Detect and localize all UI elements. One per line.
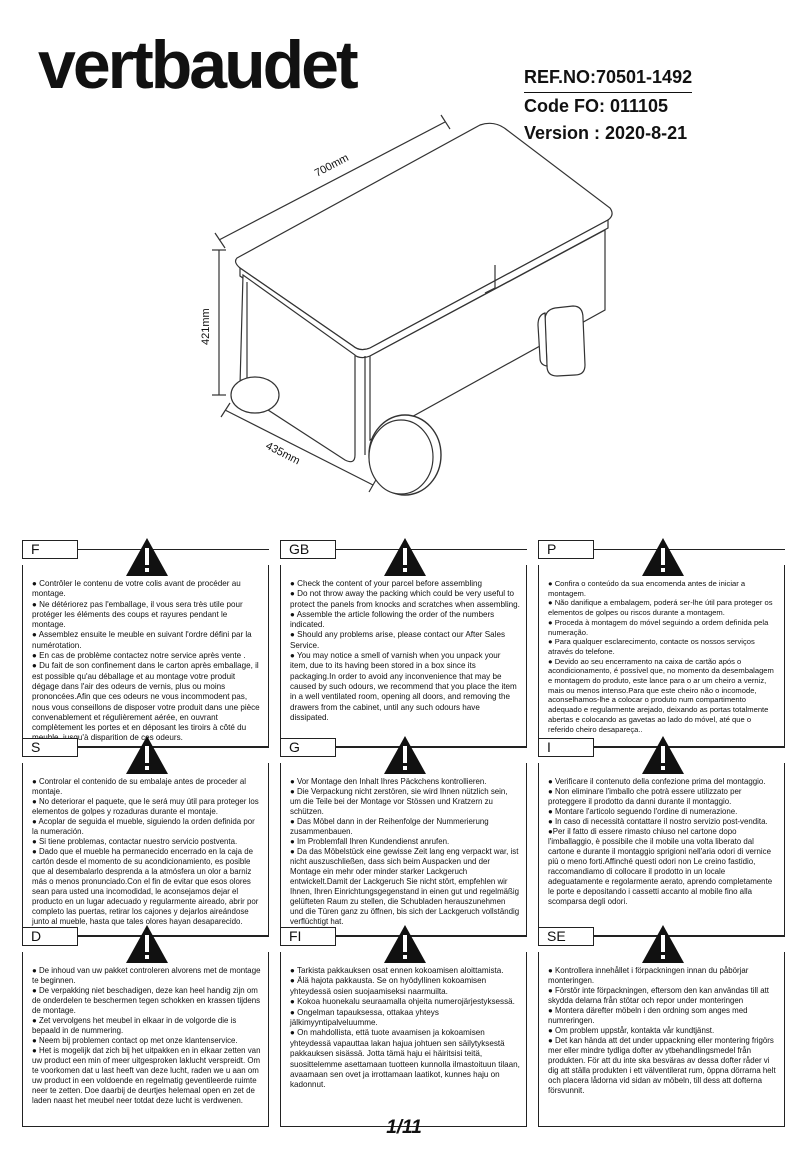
instruction-line: ● Ongelman tapauksessa, ottakaa yhteys j… xyxy=(290,1007,439,1028)
instruction-line: ● Älä hajota pakkausta. Se on hyödylline… xyxy=(290,976,487,996)
instruction-line: ● Para qualquer esclarecimento, contacte… xyxy=(548,637,755,656)
instruction-line: ● Förstör inte förpackningen, eftersom d… xyxy=(548,986,769,1005)
instruction-line: ● Tarkista pakkauksen osat ennen kokoami… xyxy=(290,966,504,975)
instruction-line: ● No deteriorar el paquete, que le será … xyxy=(32,797,259,816)
lang-tag: G xyxy=(280,738,336,757)
ref-number: REF.NO:70501-1492 xyxy=(524,64,693,93)
wheel-back xyxy=(230,376,280,414)
instruction-line: ● Das Möbel dann in der Reihenfolge der … xyxy=(290,817,489,836)
dim-width-label: 700mm xyxy=(313,152,351,180)
instruction-line: ● On mahdollista, että tuote avaamisen j… xyxy=(290,1028,520,1090)
instruction-line: ● Assemble the article following the ord… xyxy=(290,609,495,630)
instructions-card-se: SE ● Kontrollera innehållet i förpacknin… xyxy=(538,924,785,1127)
instruction-line: ● Verificare il contenuto della confezio… xyxy=(548,777,766,786)
instruction-line: ● Non eliminare l'imballo che potrà esse… xyxy=(548,787,742,806)
instruction-line: ● Do not throw away the packing which co… xyxy=(290,589,520,609)
instruction-line: ● Proceda à montagem do móvel seguindo a… xyxy=(548,617,769,637)
instruction-line: ● Assemblez ensuite le meuble en suivant… xyxy=(32,630,252,650)
instruction-line: ● Het is mogelijk dat zich bij het uitpa… xyxy=(32,1046,261,1105)
warning-icon xyxy=(384,736,426,774)
dim-height-label: 421mm xyxy=(200,308,212,345)
warning-icon xyxy=(126,538,168,576)
instruction-line: ● Controlar el contenido de su embalaje … xyxy=(32,777,246,796)
instruction-line: ● En cas de problème contactez notre ser… xyxy=(32,651,246,661)
instruction-line: ● De inhoud van uw pakket controleren al… xyxy=(32,966,261,985)
reference-block: REF.NO:70501-1492 Code FO: 011105 Versio… xyxy=(524,64,693,147)
lang-tag: FI xyxy=(280,927,336,946)
warning-icon xyxy=(642,538,684,576)
instructions-card-gb: GB ● Check the content of your parcel be… xyxy=(280,537,527,747)
instruction-line: ● Confira o conteúdo da sua encomenda an… xyxy=(548,579,746,598)
lang-tag: S xyxy=(22,738,78,757)
lang-tag: D xyxy=(22,927,78,946)
instruction-line: ● Check the content of your parcel befor… xyxy=(290,579,483,588)
instruction-line: ● Det kan hända att det under uppackning… xyxy=(548,1036,776,1095)
warning-icon xyxy=(642,736,684,774)
instruction-line: ● Contrôler le contenu de votre colis av… xyxy=(32,579,241,599)
instruction-line: ● In caso di necessità contattare il nos… xyxy=(548,817,768,826)
lang-tag: P xyxy=(538,540,594,559)
instructions-card-p: P ● Confira o conteúdo da sua encomenda … xyxy=(538,537,785,747)
instruction-line: ●Per il fatto di essere rimasto chiuso n… xyxy=(548,827,773,906)
instructions-card-d: D ● De inhoud van uw pakket controleren … xyxy=(22,924,269,1127)
instruction-line: ● You may notice a smell of varnish when… xyxy=(290,651,517,722)
instruction-line: ● Du fait de son confinement dans le car… xyxy=(32,661,260,743)
warning-icon xyxy=(126,736,168,774)
instruction-line: ● Montera därefter möbeln i den ordning … xyxy=(548,1006,748,1025)
instruction-line: ● Montare l'articolo seguendo l'ordine d… xyxy=(548,807,738,816)
dim-depth-label: 435mm xyxy=(264,440,302,467)
instructions-card-fi: FI ● Tarkista pakkauksen osat ennen koko… xyxy=(280,924,527,1127)
instructions-card-i: I ● Verificare il contenuto della confez… xyxy=(538,735,785,936)
foot-block xyxy=(544,305,586,377)
product-drawing: 700mm 421mm 435mm xyxy=(200,114,613,496)
code-fo: Code FO: 011105 xyxy=(524,96,669,116)
instruction-line: ● Om problem uppstår, kontakta vår kundt… xyxy=(548,1026,715,1035)
page-number: 1/11 xyxy=(386,1117,422,1138)
instruction-line: ● Im Problemfall Ihren Kundendienst anru… xyxy=(290,837,450,846)
dim-depth-line xyxy=(224,409,374,486)
dim-width-line xyxy=(218,121,446,241)
version: Version : 2020-8-21 xyxy=(524,123,688,143)
instruction-line: ● Die Verpackung nicht zerstören, sie wi… xyxy=(290,787,508,816)
instruction-line: ● Kokoa huonekalu seuraamalla ohjeita nu… xyxy=(290,997,515,1007)
brand-logo: vertbaudet xyxy=(38,27,359,103)
instruction-line: ● Não danifique a embalagem, poderá ser-… xyxy=(548,598,773,618)
instruction-line: ● Zet vervolgens het meubel in elkaar in… xyxy=(32,1016,237,1035)
instruction-line: ● Vor Montage den Inhalt Ihres Päckchens… xyxy=(290,777,487,786)
lang-tag: I xyxy=(538,738,594,757)
lang-tag: SE xyxy=(538,927,594,946)
warning-icon xyxy=(384,538,426,576)
instructions-card-g: G ● Vor Montage den Inhalt Ihres Päckche… xyxy=(280,735,527,936)
lang-tag: GB xyxy=(280,540,336,559)
warning-icon xyxy=(384,925,426,963)
instruction-line: ● De verpakking niet beschadigen, deze k… xyxy=(32,986,261,1015)
instructions-card-f: F ● Contrôler le contenu de votre colis … xyxy=(22,537,269,747)
instruction-line: ● Should any problems arise, please cont… xyxy=(290,630,505,650)
instruction-line: ● Kontrollera innehållet i förpackningen… xyxy=(548,966,749,985)
instructions-card-s: S ● Controlar el contenido de su embalaj… xyxy=(22,735,269,936)
instruction-line: ● Si tiene problemas, contactar nuestro … xyxy=(32,837,238,846)
instruction-line: ● Neem bij problemen contact op met onze… xyxy=(32,1036,238,1045)
instruction-line: ● Acoplar de seguida el mueble, siguiend… xyxy=(32,817,255,836)
instruction-line: ● Dado que el mueble ha permanecido ence… xyxy=(32,847,259,926)
lang-tag: F xyxy=(22,540,78,559)
instruction-line: ● Da das Möbelstück eine gewisse Zeit la… xyxy=(290,847,520,926)
warning-icon xyxy=(642,925,684,963)
instruction-line: ● Ne détériorez pas l'emballage, il vous… xyxy=(32,599,243,630)
warning-icon xyxy=(126,925,168,963)
instruction-line: ● Devido ao seu encerramento na caixa de… xyxy=(548,656,774,734)
